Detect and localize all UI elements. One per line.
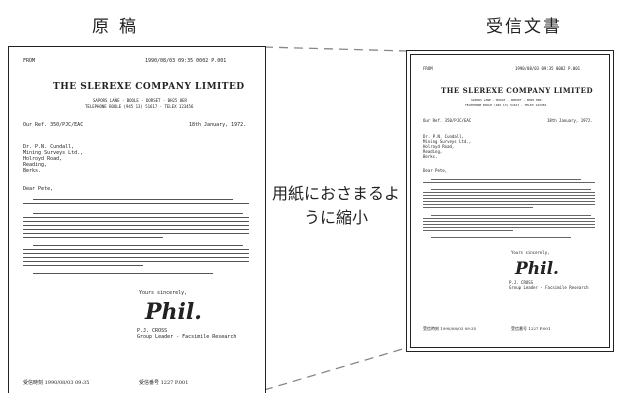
recipient-line: Dr. P.N. Cundall,	[23, 144, 75, 150]
signer-name: P.J. CROSS	[137, 328, 168, 334]
company-address-2: TELEPHONE BOOLE (945 13) 51617 · TELEX 1…	[465, 103, 547, 107]
footer-right: 受信番号 1227 P.001	[511, 326, 551, 331]
signer-title: Group Leader - Facsimile Research	[509, 285, 589, 290]
recipient-line: Mining Surveys Ltd.,	[23, 150, 84, 156]
recipient-line: Holroyd Road,	[423, 144, 455, 149]
recipient-line: Holroyd Road,	[23, 156, 63, 162]
body-paragraph-4	[423, 237, 595, 240]
received-document: FROM 1990/08/03 09:35 0002 P.001 THE SLE…	[410, 54, 610, 348]
signature: Phil.	[515, 259, 559, 279]
footer-left: 受信時刻 1990/08/03 09:35	[423, 326, 477, 331]
body-paragraph-3	[423, 215, 595, 233]
company-address-1: SAPORS LANE · BOOLE · DORSET · BH25 8ER	[93, 98, 187, 103]
body-paragraph-1	[423, 179, 595, 185]
received-header: 受信文書	[486, 17, 562, 37]
signoff: Yours sincerely,	[139, 290, 188, 296]
received-document-frame	[406, 50, 614, 352]
fax-header-left: FROM	[423, 66, 433, 71]
body-paragraph-1	[23, 199, 249, 207]
body-paragraph-4	[23, 273, 249, 277]
letter-date: 18th January, 1972.	[189, 122, 247, 128]
body-paragraph-2	[23, 213, 249, 241]
company-address-1: SAPORS LANE · BOOLE · DORSET · BH25 8ER	[471, 98, 542, 102]
fax-header-left: FROM	[23, 58, 36, 64]
footer-left: 受信時刻 1990/08/03 09:35	[23, 380, 90, 386]
company-name: THE SLEREXE COMPANY LIMITED	[53, 82, 245, 92]
company-name: THE SLEREXE COMPANY LIMITED	[441, 86, 594, 95]
signoff: Yours sincerely,	[511, 250, 550, 255]
letter-date: 18th January, 1972.	[547, 118, 593, 123]
footer-right: 受信番号 1227 P.001	[139, 380, 189, 386]
original-document: FROM 1990/08/03 09:35 0002 P.001 THE SLE…	[8, 46, 266, 393]
recipient-line: Reading,	[23, 162, 48, 168]
shrink-to-fit-caption: 用紙におさまるように縮小	[271, 184, 400, 227]
reference: Our Ref. 350/PJC/EAC	[423, 118, 472, 123]
reference: Our Ref. 350/PJC/EAC	[23, 122, 84, 128]
recipient-line: Dr. P.N. Cundall,	[423, 134, 464, 139]
signer-title: Group Leader - Facsimile Research	[137, 334, 237, 340]
company-address-2: TELEPHONE BOOLE (945 13) 51617 · TELEX 1…	[85, 104, 194, 109]
body-paragraph-3	[23, 245, 249, 269]
signature: Phil.	[145, 299, 202, 325]
recipient-line: Berks.	[23, 168, 42, 174]
recipient-line: Reading,	[423, 149, 443, 154]
original-header: 原稿	[92, 17, 146, 37]
recipient-line: Mining Surveys Ltd.,	[423, 139, 472, 144]
fax-header-right: 1990/08/03 09:35 0002 P.001	[515, 66, 581, 71]
salutation: Dear Pete,	[23, 186, 54, 192]
body-paragraph-2	[423, 189, 595, 210]
recipient-line: Berks.	[423, 154, 438, 159]
fax-header-right: 1990/08/03 09:35 0002 P.001	[145, 58, 227, 64]
salutation: Dear Pete,	[423, 168, 448, 173]
signer-name: P.J. CROSS	[509, 280, 534, 285]
